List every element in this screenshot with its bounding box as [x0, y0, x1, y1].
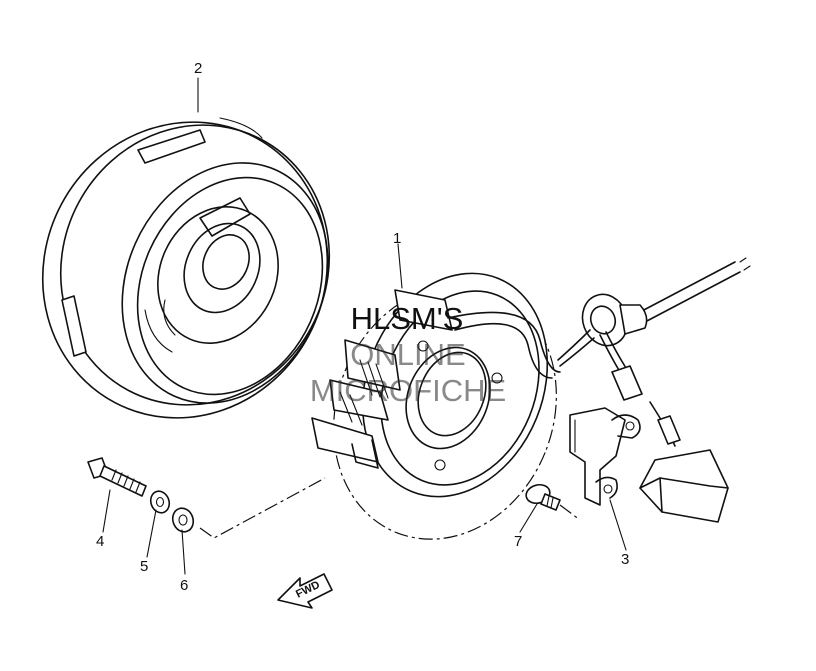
watermark-line-1: HLSM'S — [351, 301, 464, 336]
stator-assembly[interactable] — [296, 245, 594, 573]
washer[interactable] — [148, 489, 172, 516]
lock-washer[interactable] — [169, 505, 196, 534]
callout-5: 5 — [140, 558, 148, 575]
watermark: HLSM'S ONLINE MICROFICHE — [310, 301, 506, 408]
bracket[interactable] — [569, 407, 641, 506]
callout-6: 6 — [180, 577, 188, 594]
callout-2: 2 — [194, 60, 202, 77]
flywheel-rotor[interactable] — [0, 72, 379, 468]
callout-4: 4 — [96, 533, 104, 550]
watermark-line-2: ONLINE — [350, 337, 465, 372]
bolt[interactable] — [87, 457, 147, 497]
callout-1: 1 — [393, 230, 401, 247]
screw-small[interactable] — [524, 482, 581, 521]
assembly-axis-line — [199, 477, 326, 539]
forward-direction-arrow: FWD — [277, 573, 333, 609]
watermark-line-3: MICROFICHE — [310, 373, 506, 408]
leader-lines — [102, 77, 627, 575]
callout-3: 3 — [621, 551, 629, 568]
wire-harness[interactable] — [557, 257, 751, 523]
callout-7: 7 — [514, 533, 522, 550]
